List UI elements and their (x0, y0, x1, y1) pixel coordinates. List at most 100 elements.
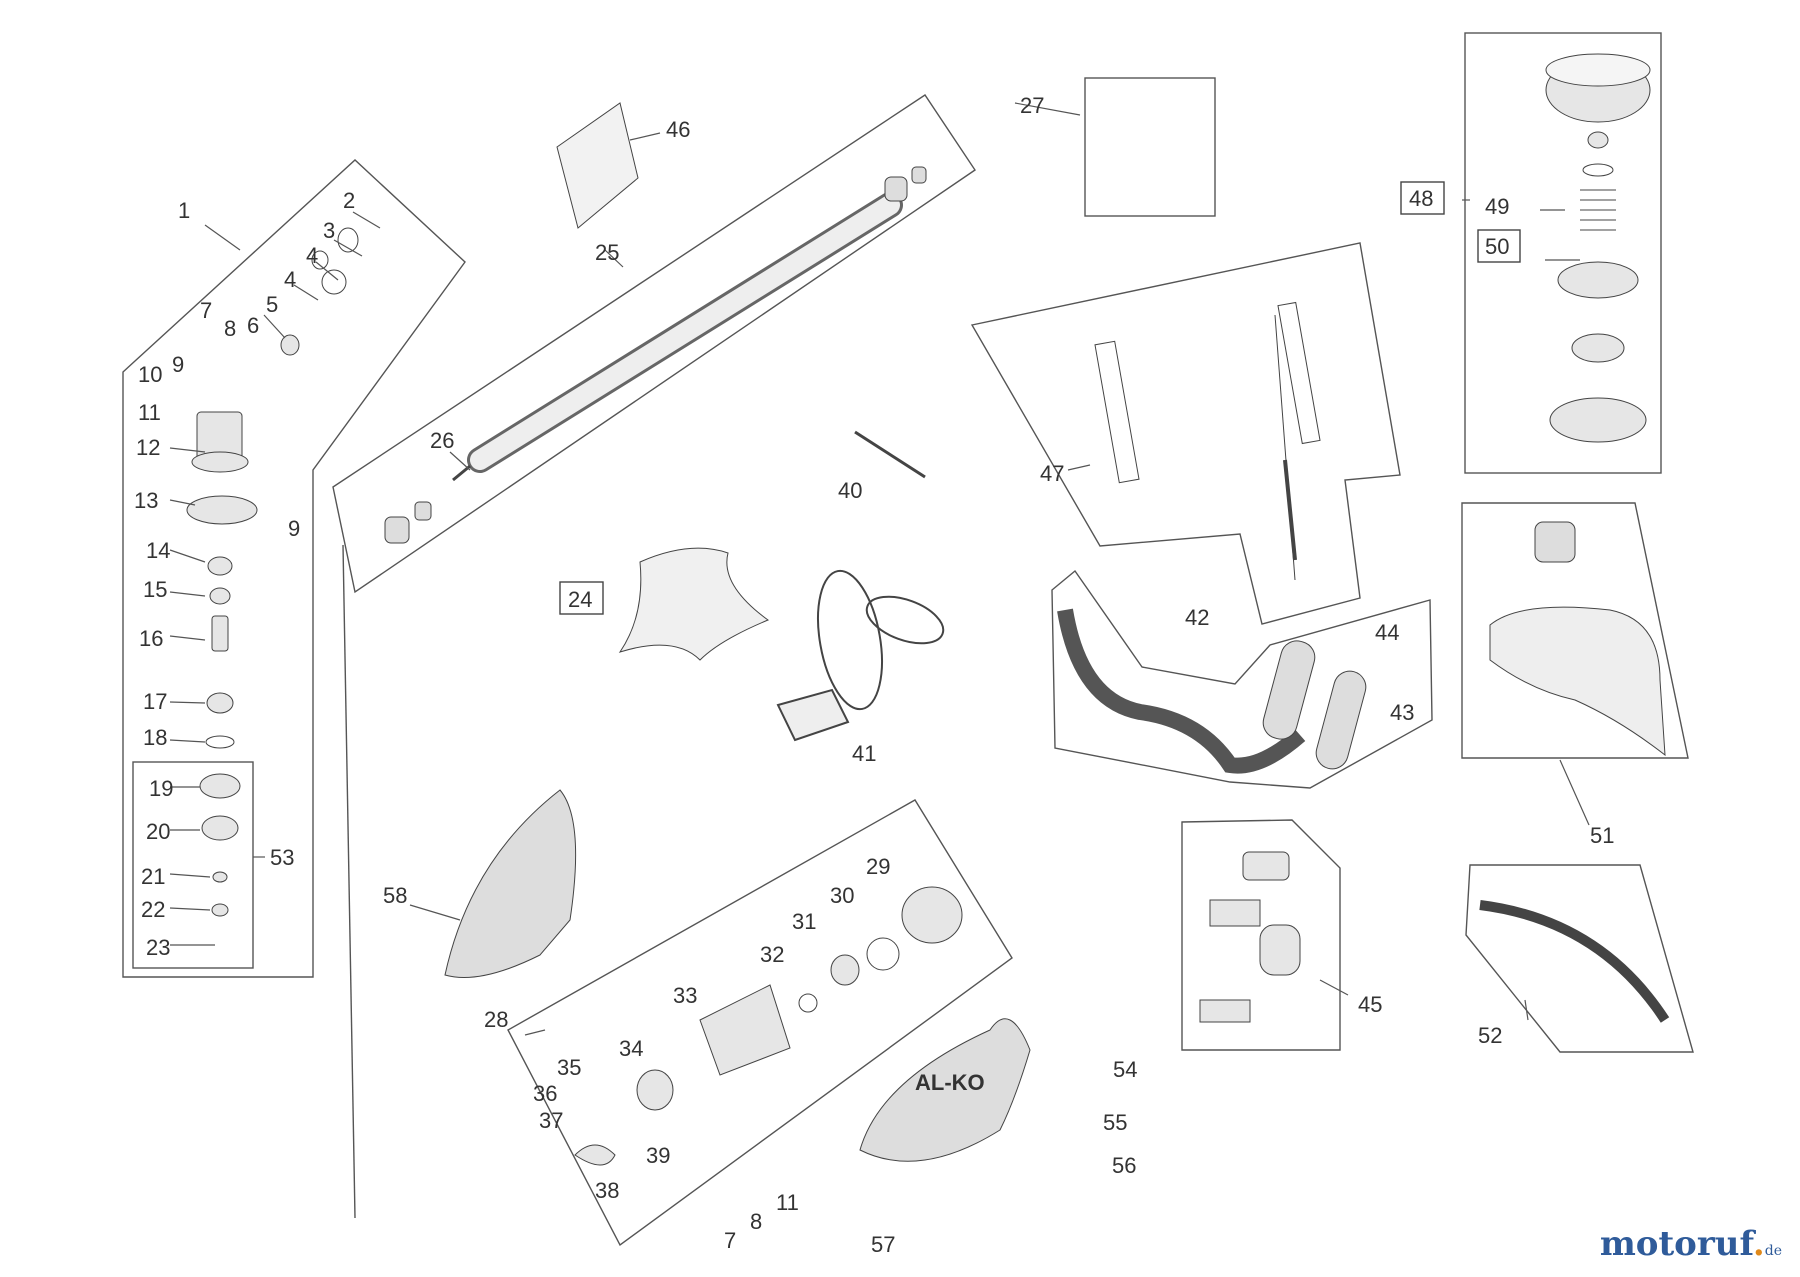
cable-tie-40 (854, 430, 926, 479)
callout-12: 12 (136, 435, 160, 460)
brand-logo-alko: AL-KO (915, 1070, 985, 1095)
grip-44 (1262, 640, 1316, 740)
grip-43 (1315, 670, 1367, 770)
callout-58: 58 (383, 883, 407, 908)
shaft-tube (384, 166, 927, 544)
guard-51 (1489, 606, 1666, 757)
frame-gearhead-group (122, 159, 466, 978)
callout-7: 7 (200, 298, 212, 323)
frame-28 (507, 799, 1013, 1247)
callout-46: 46 (666, 117, 690, 142)
callout-45: 45 (1358, 992, 1382, 1017)
callout-43: 43 (1390, 700, 1414, 725)
callout-41: 41 (852, 741, 876, 766)
leader-lines (169, 102, 1590, 1036)
callout-40: 40 (838, 478, 862, 503)
watermark-logo: motoruf.de (1599, 1224, 1782, 1264)
blade-24 (618, 547, 770, 661)
callout-29: 29 (866, 854, 890, 879)
frame-47 (970, 242, 1401, 625)
throttle-assembly-47 (1094, 301, 1321, 581)
callout-52: 52 (1478, 1023, 1502, 1048)
callout-35: 35 (557, 1055, 581, 1080)
frame-42 (1051, 569, 1433, 789)
clutch-parts (574, 886, 963, 1166)
callout-30: 30 (830, 883, 854, 908)
callout-27: 27 (1020, 93, 1044, 118)
callout-44: 44 (1375, 620, 1399, 645)
callout-20: 20 (146, 819, 170, 844)
callout-38: 38 (595, 1178, 619, 1203)
callout-labels: 1 2 3 4 4 5 6 7 8 9 10 11 12 13 9 14 15 … (134, 93, 1614, 1257)
frame-shaft (332, 94, 976, 594)
callout-2: 2 (343, 188, 355, 213)
callout-28: 28 (484, 1007, 508, 1032)
callout-25: 25 (595, 240, 619, 265)
callout-19: 19 (149, 776, 173, 801)
callout-16: 16 (139, 626, 163, 651)
callout-39: 39 (646, 1143, 670, 1168)
frame-27 (1084, 77, 1216, 217)
gearhead-parts (186, 227, 359, 917)
callout-17: 17 (143, 689, 167, 714)
callout-9b: 9 (288, 516, 300, 541)
handle-42 (1057, 608, 1306, 774)
callout-1: 1 (178, 198, 190, 223)
callout-14: 14 (146, 538, 170, 563)
harness-41 (776, 569, 945, 742)
frame-52 (1465, 864, 1694, 1053)
callout-48: 48 (1409, 186, 1433, 211)
callout-18: 18 (143, 725, 167, 750)
callout-13: 13 (134, 488, 158, 513)
callout-11: 11 (138, 400, 161, 425)
callout-15: 15 (143, 577, 167, 602)
callout-56: 56 (1112, 1153, 1136, 1178)
plate-46 (556, 102, 639, 229)
callout-21: 21 (141, 864, 165, 889)
callout-7b: 7 (724, 1228, 736, 1253)
callout-50: 50 (1485, 234, 1509, 259)
engine-cover-55 (859, 1018, 1031, 1162)
frame-53 (132, 761, 254, 969)
callout-24: 24 (568, 587, 592, 612)
callout-4: 4 (306, 243, 318, 268)
callout-22: 22 (141, 897, 165, 922)
callout-4b: 4 (284, 267, 296, 292)
box-24 (559, 581, 604, 615)
callout-57: 57 (871, 1232, 895, 1257)
callout-8: 8 (224, 316, 236, 341)
box-48 (1400, 181, 1445, 215)
callout-54: 54 (1113, 1057, 1137, 1082)
callout-5: 5 (266, 292, 278, 317)
comb-52 (1479, 900, 1670, 1023)
callout-42: 42 (1185, 605, 1209, 630)
callout-26: 26 (430, 428, 454, 453)
callout-55: 55 (1103, 1110, 1127, 1135)
callout-49: 49 (1485, 194, 1509, 219)
frame-48 (1464, 32, 1662, 474)
frame-51 (1461, 502, 1689, 759)
callout-9: 9 (172, 352, 184, 377)
callout-37: 37 (539, 1108, 563, 1133)
callout-53: 53 (270, 845, 294, 870)
callout-10: 10 (138, 362, 162, 387)
trimmer-head-48 (1545, 53, 1651, 443)
callout-34: 34 (619, 1036, 643, 1061)
callout-11b: 11 (776, 1190, 799, 1215)
cover-58 (444, 789, 577, 978)
callout-31: 31 (792, 909, 816, 934)
box-50 (1477, 229, 1521, 263)
callout-51: 51 (1590, 823, 1614, 848)
callout-32: 32 (760, 942, 784, 967)
callout-8b: 8 (750, 1209, 762, 1234)
guard-clamp-51 (1534, 521, 1576, 563)
frame-45 (1181, 819, 1341, 1051)
callout-47: 47 (1040, 461, 1064, 486)
callout-3: 3 (323, 218, 335, 243)
callout-36: 36 (533, 1081, 557, 1106)
callout-33: 33 (673, 983, 697, 1008)
callout-23: 23 (146, 935, 170, 960)
clamp-parts-45 (1199, 851, 1301, 1023)
